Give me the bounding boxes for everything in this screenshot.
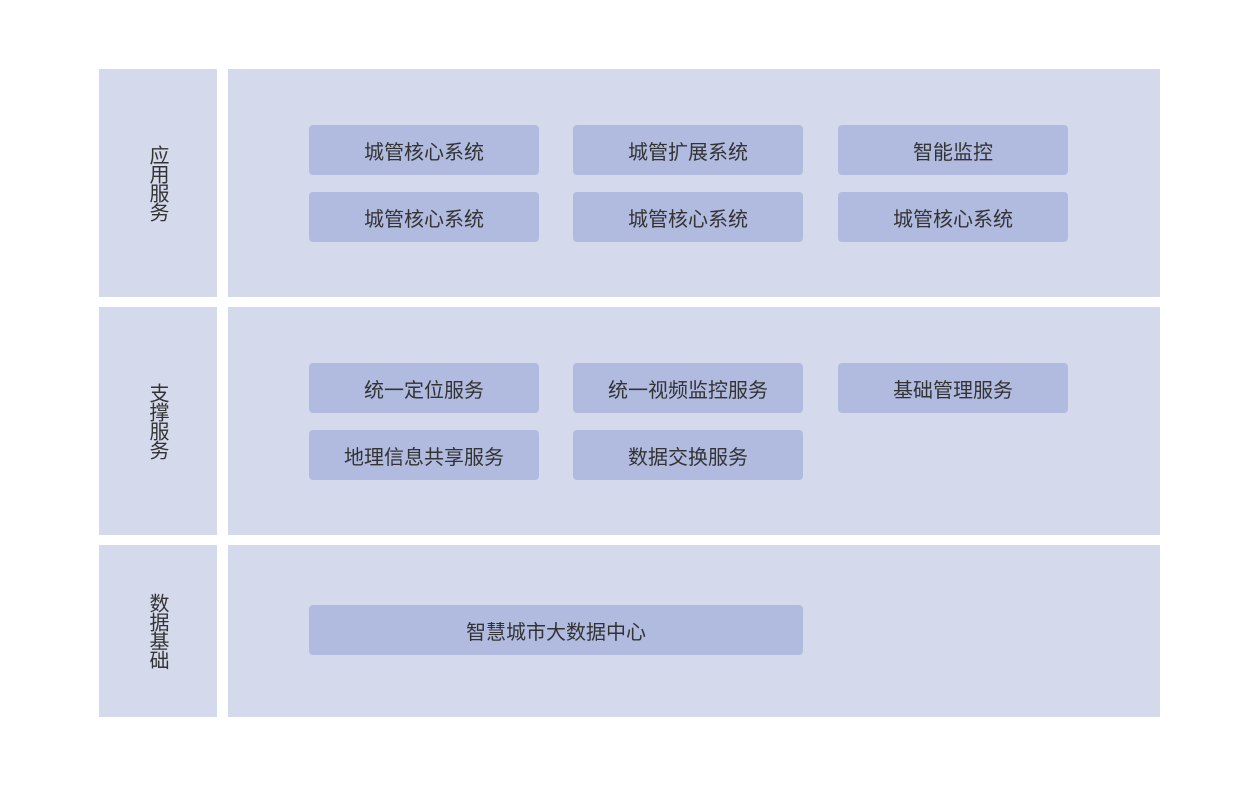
layer-panel-support-services: 统一定位服务 统一视频监控服务 基础管理服务 地理信息共享服务 数据交换服务 [228, 307, 1160, 535]
service-box: 城管核心系统 [309, 125, 539, 175]
layer-label-text: 应用服务 [146, 145, 170, 221]
layer-label-support-services: 支撑服务 [99, 307, 217, 535]
service-box: 城管核心系统 [573, 192, 803, 242]
service-box: 城管核心系统 [838, 192, 1068, 242]
layer-panel-application-services: 城管核心系统 城管扩展系统 智能监控 城管核心系统 城管核心系统 城管核心系统 [228, 69, 1160, 297]
service-box: 智能监控 [838, 125, 1068, 175]
service-box: 基础管理服务 [838, 363, 1068, 413]
layer-label-text: 数据基础 [146, 593, 170, 669]
service-box: 地理信息共享服务 [309, 430, 539, 480]
layer-label-text: 支撑服务 [146, 383, 170, 459]
data-center-box: 智慧城市大数据中心 [309, 605, 803, 655]
layer-label-data-foundation: 数据基础 [99, 545, 217, 717]
service-box: 统一定位服务 [309, 363, 539, 413]
service-box: 城管核心系统 [309, 192, 539, 242]
service-box: 城管扩展系统 [573, 125, 803, 175]
layer-label-application-services: 应用服务 [99, 69, 217, 297]
layer-panel-data-foundation: 智慧城市大数据中心 [228, 545, 1160, 717]
service-box: 统一视频监控服务 [573, 363, 803, 413]
service-box: 数据交换服务 [573, 430, 803, 480]
